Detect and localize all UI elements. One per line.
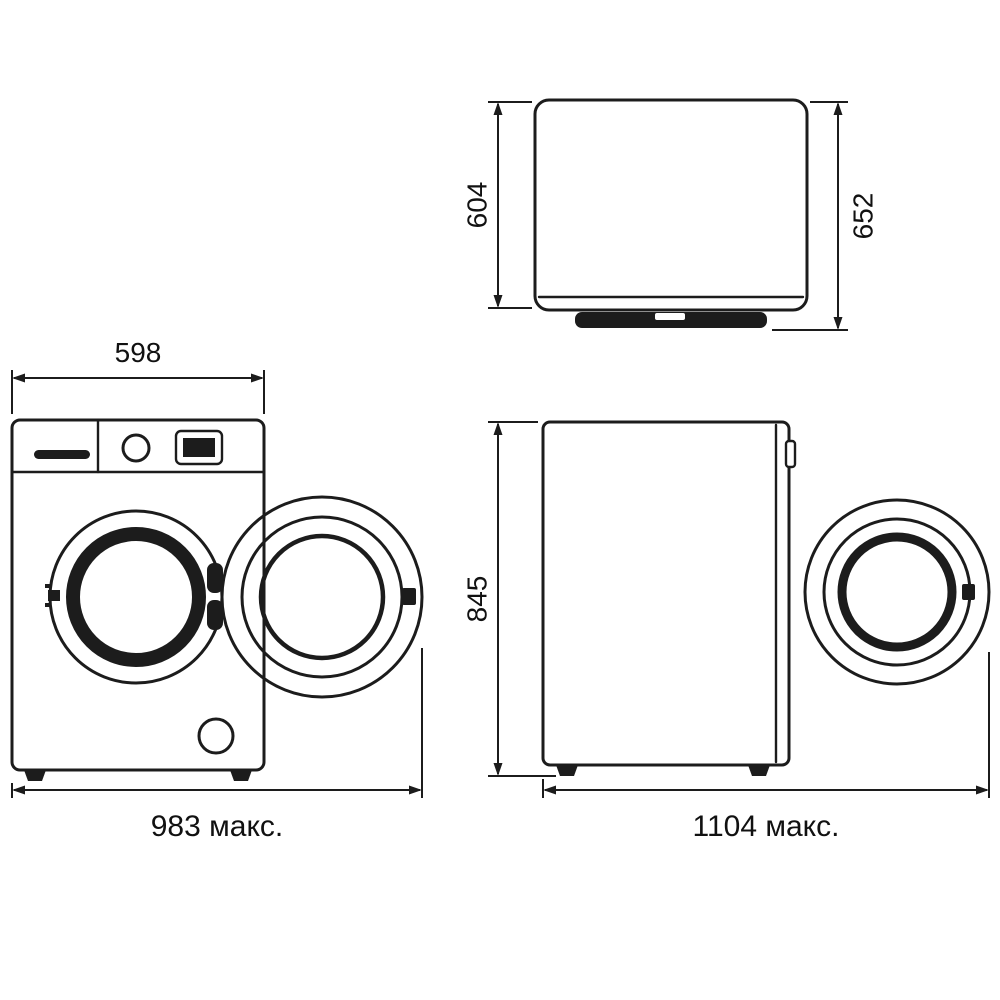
program-knob <box>121 433 151 463</box>
door-hinge-lower <box>207 600 223 630</box>
open-door-outer-rim <box>220 495 424 699</box>
open-door-inner-rim <box>240 515 404 679</box>
filter-cap <box>197 717 235 755</box>
side-open-door-outer-rim <box>803 498 991 686</box>
dimension-front-max-width: 983 макс. <box>11 648 423 843</box>
dimension-top-depth-with-door: 652 <box>772 101 879 331</box>
open-door-latch <box>402 588 416 605</box>
door-hinge-upper <box>207 563 223 593</box>
side-foot-right <box>748 765 770 776</box>
arrowhead-right-icon <box>251 373 264 383</box>
display-frame <box>174 429 224 466</box>
dim-label-side-height: 845 <box>462 576 493 623</box>
arrowhead-left-icon <box>543 785 556 795</box>
top-view-body <box>533 98 809 312</box>
foot-left <box>24 770 46 781</box>
dim-label-side-max-depth: 1104 макс. <box>693 810 840 843</box>
side-view <box>541 420 991 776</box>
dim-label-front-max-width: 983 макс. <box>151 810 284 843</box>
side-handle <box>784 439 797 469</box>
arrowhead-left-icon <box>12 373 25 383</box>
open-door-glass-ring <box>258 533 386 661</box>
door-lock-tick-icon <box>45 603 51 607</box>
front-body <box>10 418 266 772</box>
dim-label-top-depth: 604 <box>462 182 493 229</box>
foot-right <box>230 770 252 781</box>
dimension-side-height: 845 <box>462 421 556 777</box>
top-view <box>533 98 809 328</box>
door-gasket-ring <box>66 527 206 667</box>
arrowhead-down-icon <box>493 295 503 308</box>
arrowhead-left-icon <box>12 785 25 795</box>
dimension-top-depth: 604 <box>462 101 532 309</box>
dimension-front-width: 598 <box>11 337 265 414</box>
dim-label-top-depth-with-door: 652 <box>848 193 879 240</box>
arrowhead-right-icon <box>409 785 422 795</box>
display-screen <box>183 438 215 457</box>
side-body <box>541 420 791 767</box>
door-lock-tick-icon <box>45 584 51 588</box>
detergent-drawer <box>34 450 90 459</box>
front-view <box>10 418 424 781</box>
door-lock-icon <box>48 590 60 601</box>
side-open-door-glass-ring <box>837 532 957 652</box>
arrowhead-up-icon <box>833 102 843 115</box>
top-view-handle-slot <box>655 313 685 320</box>
arrowhead-down-icon <box>493 763 503 776</box>
side-open-door-latch <box>962 584 975 600</box>
dim-label-front-width: 598 <box>115 337 162 368</box>
arrowhead-up-icon <box>493 102 503 115</box>
arrowhead-up-icon <box>493 422 503 435</box>
arrowhead-down-icon <box>833 317 843 330</box>
dimension-side-max-depth: 1104 макс. <box>542 652 990 843</box>
side-foot-left <box>556 765 578 776</box>
arrowhead-right-icon <box>976 785 989 795</box>
